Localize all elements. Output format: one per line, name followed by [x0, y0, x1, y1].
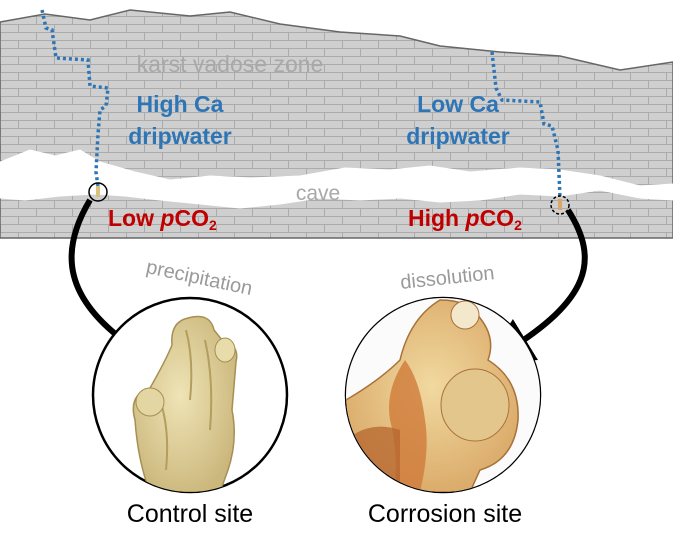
left-drip-label-line1: High Ca	[137, 91, 224, 117]
cave-passage	[0, 149, 673, 209]
right-pco2-label: High pCO2	[408, 205, 522, 233]
right-drip-label-line1: Low Ca	[417, 91, 499, 117]
right-arrow	[484, 208, 588, 365]
cave-label: cave	[296, 182, 340, 205]
corrosion-site-photo	[344, 296, 542, 494]
precipitation-label: precipitation	[144, 256, 254, 300]
dissolution-label: dissolution	[399, 262, 495, 294]
zone-label: karst vadose zone	[137, 51, 324, 77]
control-site-marker	[88, 182, 108, 202]
left-drip-path	[40, 9, 110, 187]
corrosion-site-caption: Corrosion site	[367, 500, 523, 528]
control-site-caption: Control site	[126, 500, 254, 528]
corrosion-site-marker	[550, 195, 570, 215]
right-drip-path	[490, 51, 562, 199]
control-site-photo	[91, 296, 289, 494]
right-drip-label-line2: dripwater	[406, 123, 510, 149]
left-drip-label-line2: dripwater	[128, 123, 232, 149]
left-pco2-label: Low pCO2	[108, 205, 217, 233]
